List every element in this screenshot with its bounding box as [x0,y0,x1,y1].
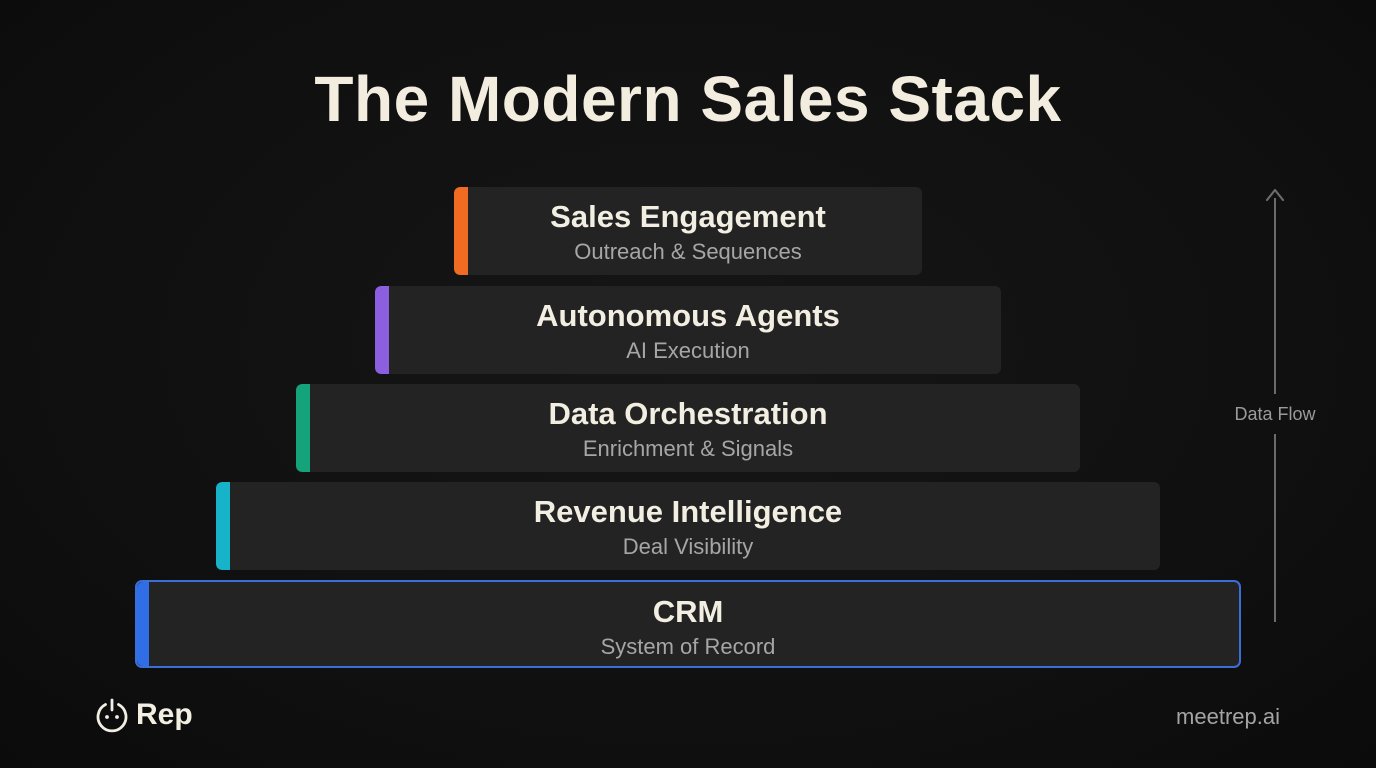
layer-description: System of Record [600,634,776,659]
stack-layer-revenue-intelligence: Revenue Intelligence Deal Visibility [216,482,1160,570]
layer-name: Data Orchestration [548,396,828,431]
layer-name: Sales Engagement [550,199,826,234]
brand-name: Rep [136,698,193,731]
layer-name: Autonomous Agents [536,298,840,333]
layer-description: Outreach & Sequences [574,239,802,264]
accent-bar-autonomous-agents [375,286,389,374]
data-flow-line-lower [1274,434,1276,622]
layer-name: Revenue Intelligence [533,494,843,529]
data-flow-line-upper [1274,198,1276,394]
arrow-up-icon [1265,188,1285,202]
stack-layer-crm: CRM System of Record [135,580,1241,668]
data-flow-label: Data Flow [1234,404,1316,424]
brand-logo: Rep [94,696,193,734]
stack-layer-autonomous-agents: Autonomous Agents AI Execution [375,286,1001,374]
accent-bar-data-orchestration [296,384,310,472]
layer-description: Enrichment & Signals [582,436,794,461]
stack-layer-sales-engagement: Sales Engagement Outreach & Sequences [454,187,922,275]
accent-bar-crm [137,582,149,666]
layer-name: CRM [652,594,724,629]
stack-layer-data-orchestration: Data Orchestration Enrichment & Signals [296,384,1080,472]
accent-bar-sales-engagement [454,187,468,275]
layer-description: AI Execution [626,338,750,363]
website-url: meetrep.ai [1176,704,1280,729]
page-title: The Modern Sales Stack [314,63,1062,135]
layer-description: Deal Visibility [622,534,754,559]
accent-bar-revenue-intelligence [216,482,230,570]
power-face-logo-icon [96,698,128,733]
